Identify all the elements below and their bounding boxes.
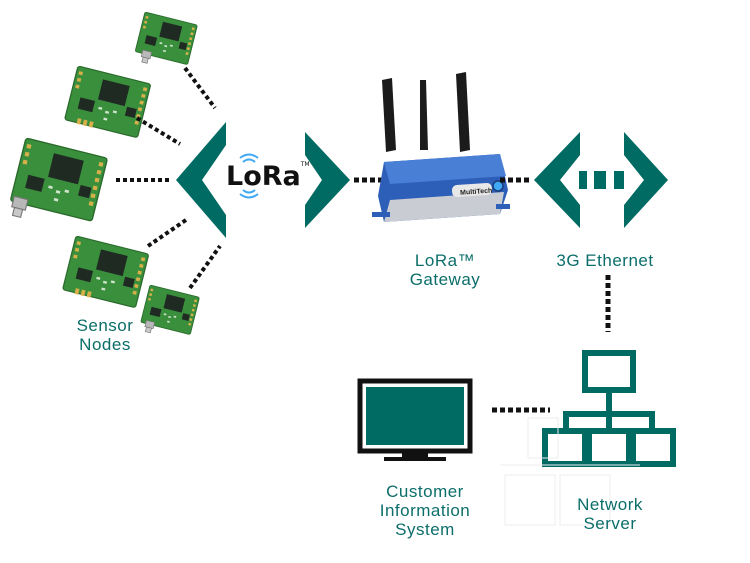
sensor-nodes-label-line1: Sensor — [76, 316, 134, 335]
lora-signal-icon — [239, 153, 259, 199]
network-server-icon — [542, 350, 676, 467]
customer-system-label: Customer Information System — [360, 482, 490, 539]
sensor-nodes-label-line2: Nodes — [79, 335, 131, 354]
sensor-node-1 — [134, 11, 198, 66]
customer-system-label-line3: System — [395, 520, 455, 539]
sensor-nodes-label: Sensor Nodes — [60, 316, 150, 354]
antenna-right-icon — [456, 72, 470, 152]
lora-gateway-device: MultiTech — [372, 72, 510, 222]
connector-node-4 — [146, 218, 188, 248]
sensor-connectors — [116, 66, 222, 290]
lora-left-chevron — [176, 122, 226, 238]
customer-system-label-line2: Information — [379, 501, 471, 520]
customer-monitor-icon — [357, 378, 473, 461]
customer-system-label-line1: Customer — [386, 482, 464, 501]
lora-trademark: TM — [300, 161, 310, 168]
backhaul-icon — [534, 132, 668, 228]
gateway-label-line1: LoRa™ — [414, 251, 476, 270]
gateway-label: LoRa™ Gateway — [395, 251, 495, 289]
connector-node-2 — [135, 116, 182, 146]
background-ghost-lines — [500, 417, 640, 526]
connector-node-5 — [188, 244, 222, 290]
connector-node-1 — [183, 66, 217, 110]
lora-logo: LoRaTM — [226, 161, 310, 192]
gateway-label-line2: Gateway — [409, 270, 481, 289]
sensor-node-3 — [9, 137, 109, 222]
sensor-node-4 — [62, 235, 150, 309]
lora-logo-text: LoRa — [226, 161, 301, 192]
network-server-label: Network Server — [560, 495, 660, 533]
network-server-label-line2: Server — [583, 514, 637, 533]
backhaul-label: 3G Ethernet — [556, 251, 654, 270]
antenna-center-icon — [420, 80, 428, 150]
lora-right-chevron — [305, 132, 350, 228]
gateway-brand: MultiTech — [460, 188, 493, 197]
antenna-left-icon — [382, 78, 396, 152]
sensor-node-2 — [64, 65, 152, 139]
network-server-label-line1: Network — [577, 495, 643, 514]
